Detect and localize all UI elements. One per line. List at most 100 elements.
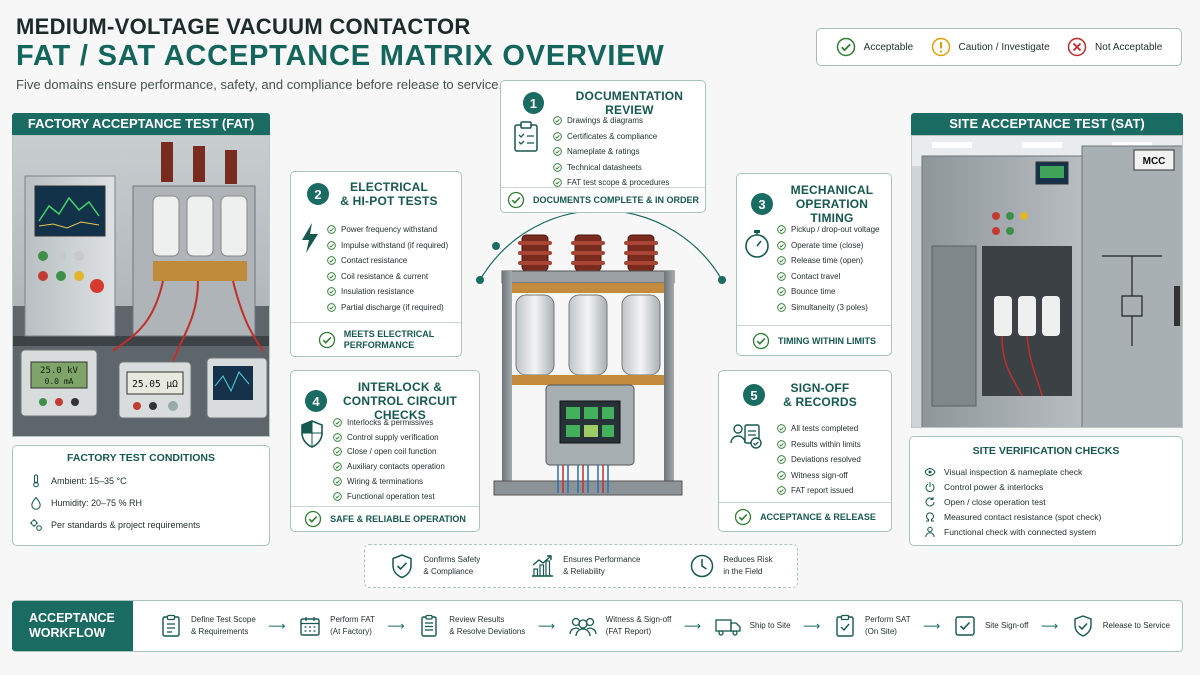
check-circle-icon: [304, 510, 322, 528]
check-circle-icon: [327, 225, 336, 235]
checklist-text: Close / open coil function: [347, 447, 437, 457]
checklist-item: Interlocks & permissives: [333, 415, 445, 430]
site-check-item: Open / close operation test: [924, 494, 1182, 509]
meter-ma-readout: 0.0 mA: [45, 377, 74, 386]
checklist-text: Certificates & compliance: [567, 131, 658, 141]
arrow-right-icon: ⟶: [268, 619, 286, 633]
step-line1: Ship to Site: [749, 621, 791, 630]
domain-number: 3: [751, 193, 773, 215]
shield-check-icon: [392, 554, 413, 579]
site-verification-checks: SITE VERIFICATION CHECKS Visual inspecti…: [909, 436, 1183, 546]
checklist-text: Technical datasheets: [567, 162, 642, 172]
checklist-item: Contact resistance: [327, 253, 448, 269]
site-check-text: Visual inspection & nameplate check: [944, 466, 1083, 477]
shield-check-icon: [1074, 615, 1092, 637]
domain-number: 1: [523, 92, 544, 114]
arrow-right-icon: ⟶: [537, 619, 556, 633]
checklist-item: Auxiliary contacts operation: [333, 459, 445, 474]
check-circle-icon: [734, 508, 752, 526]
check-circle-icon: [777, 271, 786, 281]
mcc-label: MCC: [1143, 156, 1166, 167]
sat-switchgear-illustration: MCC: [911, 135, 1183, 428]
check-circle-icon: [333, 492, 342, 501]
meter-kv-readout: 25.0 kV: [40, 366, 79, 376]
subtitle: Five domains ensure performance, safety,…: [16, 77, 503, 92]
checklist-text: FAT test scope & procedures: [567, 178, 670, 188]
gears-icon: [30, 519, 42, 531]
check-circle-icon: [327, 256, 336, 266]
step-line2: (FAT Report): [605, 627, 652, 636]
domain-checklist: Interlocks & permissives Control supply …: [333, 415, 445, 504]
checklist-text: Pickup / drop-out voltage: [791, 225, 880, 235]
checklist-text: Bounce time: [791, 287, 836, 297]
domain-card-electrical: 2 ELECTRICAL & HI-POT TESTS Power freque…: [290, 171, 462, 357]
legend-label: Acceptable: [863, 41, 914, 53]
checklist-text: Interlocks & permissives: [347, 417, 434, 427]
domain-result-text: TIMING WITHIN LIMITS: [778, 335, 876, 346]
domain-card-interlock: 4 INTERLOCK & CONTROL CIRCUIT CHECKS Int…: [290, 370, 480, 532]
check-circle-icon: [777, 287, 786, 297]
check-circle-icon: [333, 477, 342, 486]
truck-icon: [715, 619, 741, 636]
droplet-icon: [31, 496, 41, 510]
sat-panel-title: SITE ACCEPTANCE TEST (SAT): [911, 113, 1183, 135]
clipboard-check-icon: [836, 614, 854, 637]
checklist-item: FAT report issued: [777, 483, 861, 499]
check-circle-icon: [553, 178, 562, 188]
checklist-text: Wiring & terminations: [347, 477, 424, 487]
team-icon: [730, 424, 762, 449]
domain-checklist: Power frequency withstand Impulse withst…: [327, 222, 448, 315]
title-line-2: FAT / SAT ACCEPTANCE MATRIX OVERVIEW: [16, 40, 665, 72]
condition-text: Per standards & project requirements: [51, 520, 201, 530]
check-circle-icon: [752, 332, 770, 349]
domain-title-line2: & HI-POT TESTS: [340, 194, 438, 208]
x-circle-icon: [1067, 37, 1087, 57]
workflow-step-witness-signoff: Witness & Sign-off(FAT Report): [568, 614, 671, 638]
domain-title: INTERLOCK &: [357, 380, 443, 394]
document-icon: [421, 614, 437, 637]
checklist-text: Release time (open): [791, 256, 864, 266]
checklist-item: Partial discharge (if required): [327, 300, 448, 316]
check-circle-icon: [777, 225, 786, 235]
checklist-text: Witness sign-off: [791, 470, 848, 480]
domain-result: ACCEPTANCE & RELEASE: [719, 502, 891, 531]
checklist-text: Control supply verification: [347, 432, 439, 442]
checklist-item: Functional operation test: [333, 489, 445, 504]
check-circle-icon: [553, 131, 562, 141]
checklist-item: FAT test scope & procedures: [553, 175, 669, 191]
domain-result: TIMING WITHIN LIMITS: [737, 325, 891, 355]
lightning-icon: [302, 223, 318, 253]
checklist-text: Drawings & diagrams: [567, 116, 644, 126]
benefit-line2: & Compliance: [423, 567, 474, 576]
factory-test-conditions: FACTORY TEST CONDITIONS Ambient: 15–35 °…: [12, 445, 270, 546]
arrow-right-icon: ⟶: [683, 619, 702, 633]
checklist-text: Power frequency withstand: [341, 225, 438, 235]
refresh-icon: [925, 496, 935, 507]
domain-checklist: Pickup / drop-out voltage Operate time (…: [777, 222, 880, 315]
checklist-item: Simultaneity (3 poles): [777, 300, 880, 316]
check-circle-icon: [777, 302, 786, 312]
arrow-right-icon: ⟶: [1040, 619, 1059, 633]
benefit-line2: & Reliability: [563, 567, 605, 576]
domain-number: 2: [307, 183, 329, 205]
checklist-text: Coil resistance & current: [341, 271, 429, 281]
step-line2: & Requirements: [191, 627, 249, 636]
site-check-item: Functional check with connected system: [924, 525, 1182, 540]
conditions-title: FACTORY TEST CONDITIONS: [67, 452, 215, 464]
check-circle-icon: [777, 486, 786, 496]
checklist-text: All tests completed: [791, 424, 859, 434]
checklist-text: Nameplate & ratings: [567, 147, 640, 157]
checklist-item: Nameplate & ratings: [553, 144, 669, 160]
workflow-title-line1: ACCEPTANCE: [29, 611, 115, 625]
checklist-item: Release time (open): [777, 253, 880, 269]
check-circle-icon: [333, 432, 342, 442]
domain-title-line2: OPERATION TIMING: [795, 197, 869, 225]
condition-text: Ambient: 15–35 °C: [51, 476, 127, 486]
check-circle-icon: [327, 302, 336, 312]
domain-result-text-line2: PERFORMANCE: [343, 339, 415, 350]
title-line-1: MEDIUM-VOLTAGE VACUUM CONTACTOR: [16, 14, 471, 39]
check-circle-icon: [777, 424, 786, 434]
